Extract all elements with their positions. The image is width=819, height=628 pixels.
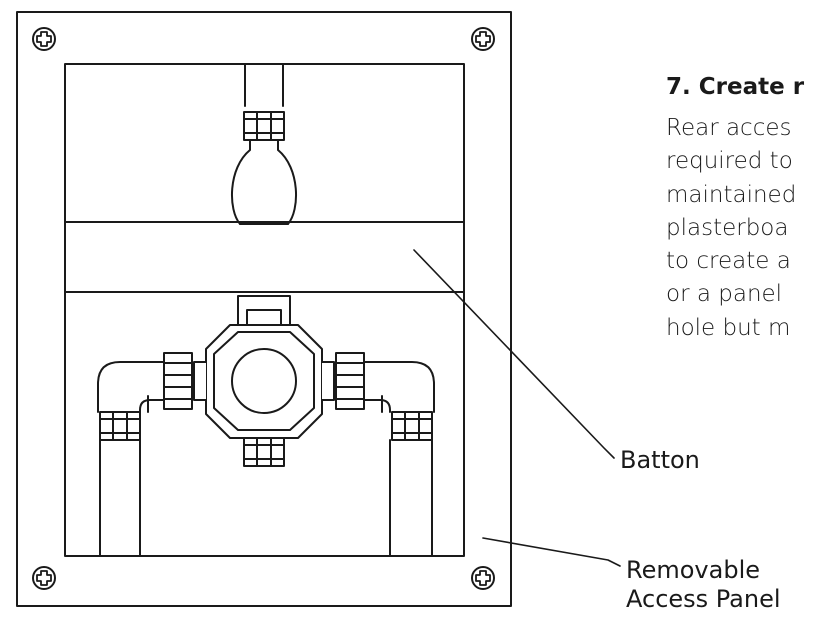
top-pipe bbox=[231, 63, 297, 225]
instruction-line: to create a bbox=[666, 248, 791, 275]
screw-icon bbox=[471, 566, 495, 590]
instruction-line: maintained bbox=[666, 181, 797, 208]
screw-icon bbox=[471, 27, 495, 51]
batton bbox=[64, 221, 465, 293]
batton-leader bbox=[413, 249, 615, 459]
access-panel-opening bbox=[64, 63, 465, 557]
right-pipe bbox=[363, 361, 435, 557]
access-panel-outer bbox=[16, 11, 512, 607]
screw-icon bbox=[32, 566, 56, 590]
access-panel-label-line: Removable bbox=[626, 556, 761, 584]
instruction-line: required to bbox=[666, 148, 793, 175]
access-panel-label: Removable Access Panel bbox=[626, 556, 781, 614]
screw-icon bbox=[32, 27, 56, 51]
instruction-heading: 7. Create r bbox=[666, 74, 805, 100]
instruction-line: hole but m bbox=[666, 314, 791, 341]
panel-leader bbox=[482, 537, 621, 567]
batton-label: Batton bbox=[620, 446, 700, 474]
left-pipe bbox=[97, 361, 165, 557]
instruction-line: or a panel bbox=[666, 281, 783, 308]
instruction-line: plasterboa bbox=[666, 214, 789, 241]
mixer-valve bbox=[163, 295, 365, 467]
access-panel-label-line: Access Panel bbox=[626, 585, 781, 613]
instruction-body: Rear acces required to maintained plaste… bbox=[666, 112, 796, 345]
instruction-line: Rear acces bbox=[666, 115, 792, 141]
